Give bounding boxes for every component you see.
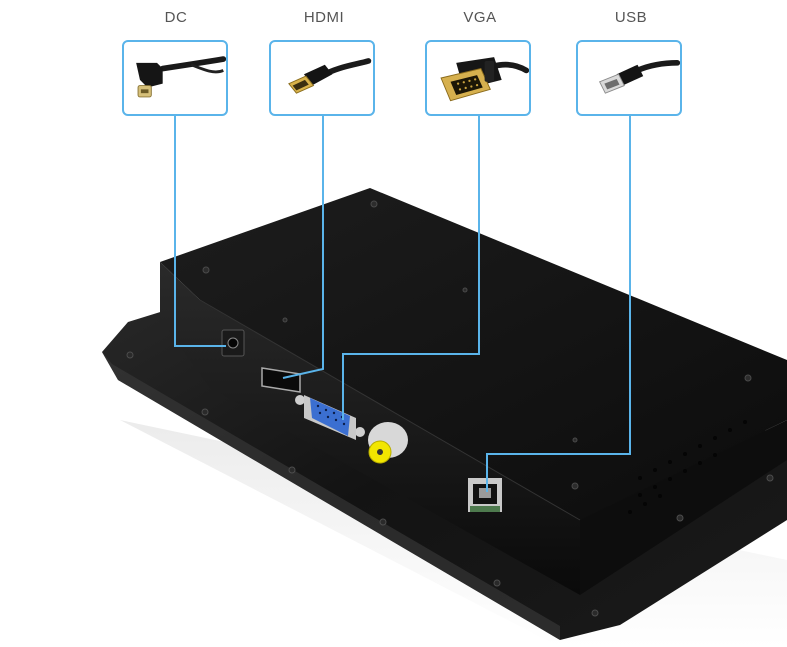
vga-cable-icon xyxy=(440,57,529,102)
hdmi-cable-icon xyxy=(288,58,372,94)
av-port xyxy=(368,422,408,464)
usb-b-cable-icon xyxy=(598,60,680,94)
hdmi-port xyxy=(261,367,301,393)
connector-box-dc xyxy=(122,40,228,116)
connector-box-hdmi xyxy=(269,40,375,116)
connector-box-vga xyxy=(425,40,531,116)
dc-plug-icon xyxy=(136,56,226,98)
label-usb: USB xyxy=(614,9,648,26)
label-vga: VGA xyxy=(463,9,497,26)
vga-port xyxy=(295,395,365,440)
label-hdmi: HDMI xyxy=(303,9,345,26)
label-dc: DC xyxy=(164,9,188,26)
connector-box-usb xyxy=(576,40,682,116)
dc-port xyxy=(221,329,245,357)
connector-leader-lines xyxy=(174,116,631,492)
usb-port xyxy=(468,478,502,512)
